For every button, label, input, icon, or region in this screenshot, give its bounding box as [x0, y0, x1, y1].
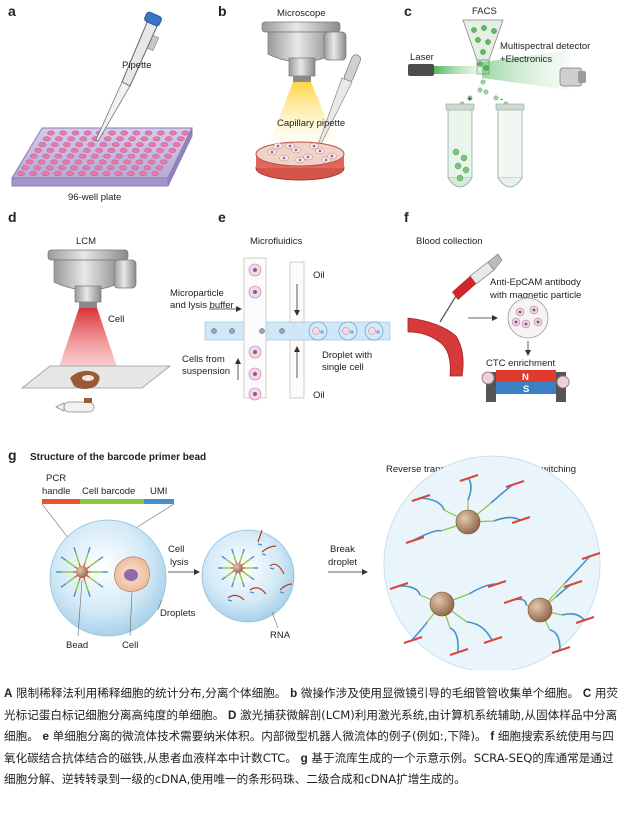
panel-e: e Microfluidics Oil Oil Microparticle an…: [170, 209, 391, 401]
pcr-label-2: handle: [42, 486, 71, 497]
cells-label-2: suspension: [182, 366, 230, 377]
magnet: [481, 370, 570, 402]
collection-tube: [55, 398, 95, 413]
lysis-label-2: lysis: [170, 557, 189, 568]
petri-dish: [255, 141, 345, 181]
lysis-label-1: Cell: [168, 544, 184, 555]
panel-d-letter: d: [8, 209, 17, 225]
pipette-label: Pipette: [122, 60, 152, 71]
antibody-label-1: Anti-EpCAM antibody: [490, 277, 581, 288]
caption-key: b: [290, 687, 298, 700]
caption-text: 单细胞分离的微流体技术需要纳米体积。内部微型机器人微流体的例子(例如:,下降)。: [48, 729, 491, 743]
break-label-1: Break: [330, 544, 355, 555]
panel-c-letter: c: [404, 3, 412, 19]
panel-d: d LCM Cell: [8, 209, 172, 413]
microscope-objective: [261, 21, 347, 82]
caption-text: 激光捕获微解剖(LCM)利用激光系统,由计算机系统辅助,从固体样品中分离细胞。: [4, 707, 618, 744]
droplet-1: [49, 519, 167, 637]
oil-top-label: Oil: [313, 270, 325, 281]
laser-beam: [434, 66, 482, 74]
capillary-label: Capillary pipette: [277, 118, 345, 129]
light-beam-yellow: [270, 82, 336, 142]
bead-2: [233, 563, 243, 573]
tube-negative: [495, 103, 525, 188]
panel-g: g Structure of the barcode primer bead P…: [8, 447, 601, 670]
droplet-label-1: Droplet with: [322, 350, 372, 361]
caption-text: 用荧光标记蛋白标记细胞分离高纯度的单细胞。: [4, 686, 619, 722]
laser-source: [408, 64, 434, 76]
caption-key: A: [4, 687, 13, 700]
cells-label-1: Cells from: [182, 354, 225, 365]
caption-text: 微操作涉及使用显微镜引导的毛细管管收集单个细胞。: [297, 686, 583, 700]
capillary-pipette: [317, 54, 362, 147]
caption-key: e: [42, 730, 49, 743]
figure-caption: A 限制稀释法利用稀释细胞的统计分布,分离个体细胞。 b 微操作涉及使用显微镜引…: [4, 683, 623, 790]
bead-1: [76, 566, 88, 578]
bead-structure-title: Structure of the barcode primer bead: [30, 452, 206, 463]
facs-label: FACS: [472, 6, 497, 17]
lcm-microscope: [47, 249, 137, 308]
panel-a: a Pipette 96-well plate: [8, 3, 193, 203]
magnet-north: N: [522, 372, 529, 383]
pipette: [95, 11, 162, 142]
break-label-2: droplet: [328, 557, 357, 568]
detector: [559, 67, 586, 87]
blood-vessel: [407, 317, 464, 377]
bead-primers-2: [218, 548, 258, 588]
caption-key: f: [490, 730, 495, 743]
plate-label: 96-well plate: [68, 192, 121, 203]
microscope-label: Microscope: [277, 8, 326, 19]
buffer-label-1: Microparticle: [170, 288, 224, 299]
panel-g-letter: g: [8, 447, 17, 463]
umi-label: UMI: [150, 486, 167, 497]
pcr-label-1: PCR: [46, 473, 66, 484]
laser-beam-red: [56, 308, 120, 376]
caption-key: D: [227, 708, 237, 722]
panel-b: b Microscope Capillary pipette: [218, 3, 362, 181]
cell-in-droplet: [114, 556, 150, 592]
droplet-label-2: single cell: [322, 362, 364, 373]
panel-e-letter: e: [218, 209, 226, 225]
cell-label-d: Cell: [108, 314, 124, 325]
bead-label: Bead: [66, 640, 88, 651]
well-plate: [11, 127, 193, 187]
panel-c: c FACS Laser Multispectral detector +Ele…: [404, 3, 590, 188]
caption-text: 细胞搜索系统使用与四氧化碳结合抗体结合的磁铁,从患者血液样本中计数CTC。: [4, 729, 614, 765]
caption-key: g: [300, 751, 308, 765]
antibody-label-2: with magnetic particle: [489, 290, 581, 301]
buffer-label-2: and lysis buffer: [170, 300, 234, 311]
laser-label: Laser: [410, 52, 434, 63]
caption-text: 基于流库生成的一个示意示例。SCRA-SEQ的库通常是通过细胞分解、逆转转录到一…: [4, 750, 614, 787]
plus-charge: +: [467, 94, 473, 105]
droplet-stream: [459, 79, 509, 107]
microfluidics-title: Microfluidics: [250, 236, 303, 247]
antibody-sample: [507, 297, 549, 339]
cell-barcode-label: Cell barcode: [82, 486, 135, 497]
syringe: [439, 253, 503, 323]
rna-strands: [227, 529, 293, 602]
detector-label-2: +Electronics: [500, 54, 552, 65]
droplets-label: Droplets: [160, 608, 196, 619]
ctc-enrichment-label: CTC enrichment: [486, 358, 556, 369]
detector-label-1: Multispectral detector: [500, 41, 590, 52]
minus-charge: -: [500, 94, 503, 105]
rna-label: RNA: [270, 630, 291, 641]
panel-b-letter: b: [218, 3, 227, 19]
caption-text: 限制稀释法利用稀释细胞的统计分布,分离个体细胞。: [12, 686, 291, 700]
tissue-slide: [20, 365, 172, 389]
magnet-south: S: [523, 384, 529, 395]
panel-f-letter: f: [404, 209, 409, 225]
lcm-label: LCM: [76, 236, 96, 247]
microfluidic-channel: [204, 257, 391, 401]
rt-primer-network: [389, 474, 601, 656]
caption-key: C: [582, 687, 592, 700]
single-cell-isolation-figure: a Pipette 96-well plate b Microscope: [8, 3, 601, 670]
cell-label-g: Cell: [122, 640, 138, 651]
tube-positive: [445, 103, 475, 188]
panel-f: f Blood collection Anti-EpCAM antibody w…: [404, 209, 581, 402]
blood-collection-title: Blood collection: [416, 236, 483, 247]
panel-a-letter: a: [8, 3, 16, 19]
oil-bottom-label: Oil: [313, 390, 325, 401]
